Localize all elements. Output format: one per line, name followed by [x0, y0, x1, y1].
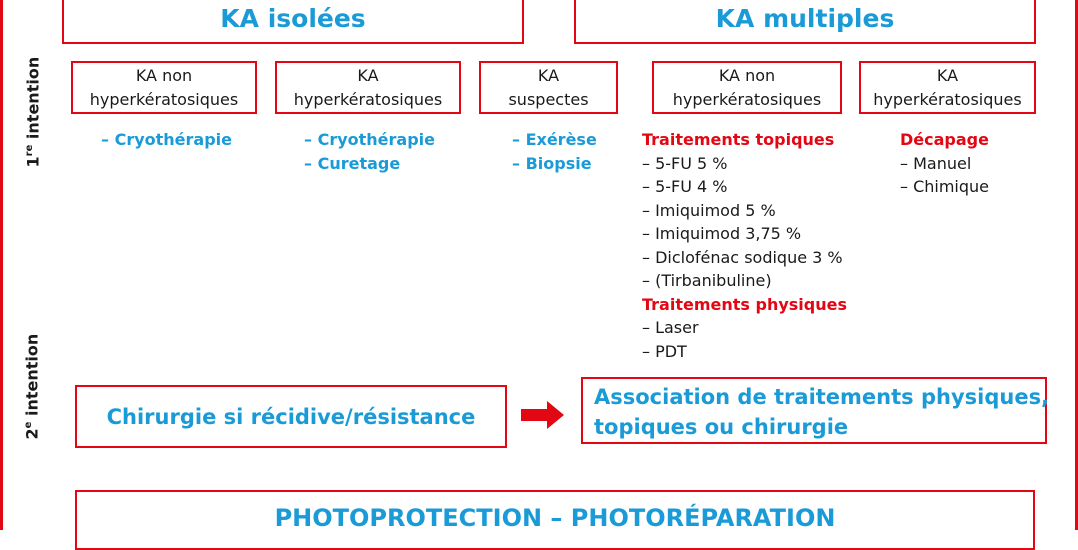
category-box-4: KA non hyperkératosiques	[652, 61, 842, 114]
category-box-2: KA hyperkératosiques	[275, 61, 461, 114]
category-line1: KA non	[135, 65, 193, 85]
list-item: – Cryothérapie	[304, 130, 435, 149]
list-item: – Diclofénac sodique 3 %	[642, 247, 843, 267]
physiques-heading: Traitements physiques	[642, 294, 847, 314]
treatments-col4: Traitements topiques – 5-FU 5 % – 5-FU 4…	[642, 128, 847, 363]
category-line2: hyperkératosiques	[672, 89, 822, 109]
list-item: – Manuel	[900, 153, 972, 173]
first-intention-label: 1re intention	[23, 56, 43, 168]
outer-frame	[0, 0, 1078, 530]
photoprotection-text: PHOTOPROTECTION – PHOTORÉPARATION	[274, 504, 836, 532]
decapage-heading: Décapage	[900, 130, 989, 149]
category-line1: KA	[936, 65, 959, 85]
list-item: – Imiquimod 3,75 %	[642, 224, 802, 243]
chirurgie-box: Chirurgie si récidive/résistance	[75, 385, 507, 448]
treatments-col1: – Cryothérapie	[101, 128, 232, 152]
category-box-3: KA suspectes	[479, 61, 618, 114]
list-item: – 5-FU 5 %	[642, 153, 728, 173]
category-line1: KA	[357, 65, 379, 85]
topiques-heading: Traitements topiques	[642, 130, 835, 149]
category-line1: KA	[537, 65, 560, 85]
category-line2: hyperkératosiques	[873, 89, 1022, 109]
treatments-col5: Décapage – Manuel – Chimique	[900, 128, 989, 199]
treatments-col3: – Exérèse – Biopsie	[512, 128, 597, 175]
category-box-1: KA non hyperkératosiques	[71, 61, 257, 114]
association-line1: Association de traitements physiques,	[594, 385, 1050, 409]
category-line2: hyperkératosiques	[89, 89, 239, 109]
list-item: – 5-FU 4 %	[642, 177, 728, 196]
category-box-5: KA hyperkératosiques	[859, 61, 1036, 114]
ka-isolees-title: KA isolées	[220, 3, 366, 33]
list-item: – Curetage	[304, 153, 401, 173]
photoprotection-box: PHOTOPROTECTION – PHOTORÉPARATION	[75, 490, 1035, 550]
list-item: – Biopsie	[512, 153, 592, 173]
list-item: – Exérèse	[512, 130, 597, 149]
list-item: – Laser	[642, 318, 699, 337]
ka-isolees-box: KA isolées	[62, 0, 524, 44]
list-item: – Chimique	[900, 177, 990, 196]
second-intention-label: 2e intention	[22, 333, 42, 440]
category-line2: suspectes	[508, 89, 589, 109]
list-item: – Imiquimod 5 %	[642, 200, 776, 220]
list-item: – Cryothérapie	[101, 130, 232, 149]
arrow-right-icon	[521, 401, 564, 429]
category-line1: KA non	[718, 65, 776, 85]
list-item: – (Tirbanibuline)	[642, 271, 772, 290]
treatments-col2: – Cryothérapie – Curetage	[304, 128, 435, 175]
category-line2: hyperkératosiques	[293, 89, 443, 109]
association-line2: topiques ou chirurgie	[594, 415, 849, 439]
ka-multiples-title: KA multiples	[715, 3, 895, 33]
chirurgie-text: Chirurgie si récidive/résistance	[106, 404, 476, 429]
ka-multiples-box: KA multiples	[574, 0, 1036, 44]
association-box: Association de traitements physiques, to…	[581, 377, 1050, 444]
list-item: – PDT	[642, 341, 687, 361]
